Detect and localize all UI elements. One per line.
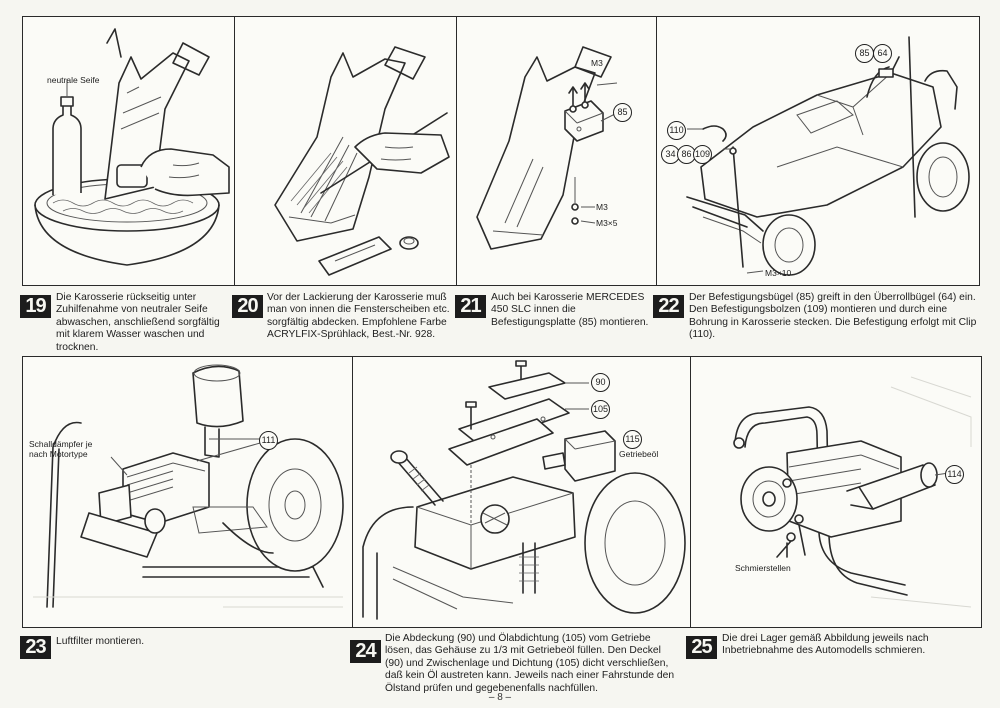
caption-step-23: Luftfilter montieren.: [56, 636, 145, 647]
part-109-label: 109: [693, 145, 712, 164]
part-85-label: 85: [613, 103, 632, 122]
washing-illustration: [34, 28, 230, 266]
illustration-panel-22: 85 64 110 34 86 109 M3×10: [656, 16, 980, 286]
grease-points-label: Schmierstellen: [735, 563, 791, 573]
step-number-21: 21: [455, 295, 486, 318]
part-105-label: 105: [591, 400, 610, 419]
page-number: – 8 –: [488, 692, 512, 703]
caption-step-21: Auch bei Karosserie MERCEDES 450 SLC inn…: [491, 292, 649, 328]
step-number-19: 19: [20, 295, 51, 318]
illustration-panel-25: 114 Schmierstellen: [690, 356, 982, 628]
illustration-panel-21: M3 85 M3 M3×5: [456, 16, 658, 286]
m3x5-label: M3×5: [596, 218, 618, 228]
step-number-24: 24: [350, 640, 381, 663]
m3-mid-label: M3: [596, 202, 608, 212]
caption-step-19: Die Karosserie rückseitig unter Zuhilfen…: [56, 292, 220, 353]
m3-top-label: M3: [591, 58, 603, 68]
caption-step-22: Der Befestigungsbügel (85) greift in den…: [689, 292, 977, 341]
part-115-label: 115: [623, 430, 642, 449]
part-90-label: 90: [591, 373, 610, 392]
bearing-lubrication-illustration: [733, 376, 972, 608]
caption-step-20: Vor der Lackierung der Karosserie muß ma…: [267, 292, 450, 341]
part-64-label: 64: [873, 44, 892, 63]
part-111-label: 111: [259, 431, 278, 450]
soap-label: neutrale Seife: [47, 75, 100, 85]
gearbox-oil-illustration: [362, 360, 686, 620]
buggy-body-illustration: [686, 36, 970, 276]
m3x10-label: M3×10: [765, 268, 792, 278]
step-number-23: 23: [20, 636, 51, 659]
gear-oil-label: Getriebeöl: [619, 449, 659, 459]
caption-step-24: Die Abdeckung (90) und Ölabdichtung (105…: [385, 633, 675, 694]
illustration-panel-23: Schalldämpfer je nach Motortype 111: [22, 356, 354, 628]
illustration-panel-20: [234, 16, 458, 286]
illustration-panel-19: neutrale Seife: [22, 16, 236, 286]
part-110-label: 110: [667, 121, 686, 140]
masking-illustration: [274, 46, 450, 276]
step-number-25: 25: [686, 636, 717, 659]
part-114-label: 114: [945, 465, 964, 484]
illustration-panel-24: 90 105 115 Getriebeöl: [352, 356, 692, 628]
muffler-label: Schalldämpfer je nach Motortype: [29, 439, 93, 459]
mounting-plate-illustration: [476, 46, 618, 250]
caption-step-25: Die drei Lager gemäß Abbildung jeweils n…: [722, 633, 929, 657]
step-number-20: 20: [232, 295, 263, 318]
part-85-label: 85: [855, 44, 874, 63]
step-number-22: 22: [653, 295, 684, 318]
air-filter-illustration: [33, 364, 344, 608]
